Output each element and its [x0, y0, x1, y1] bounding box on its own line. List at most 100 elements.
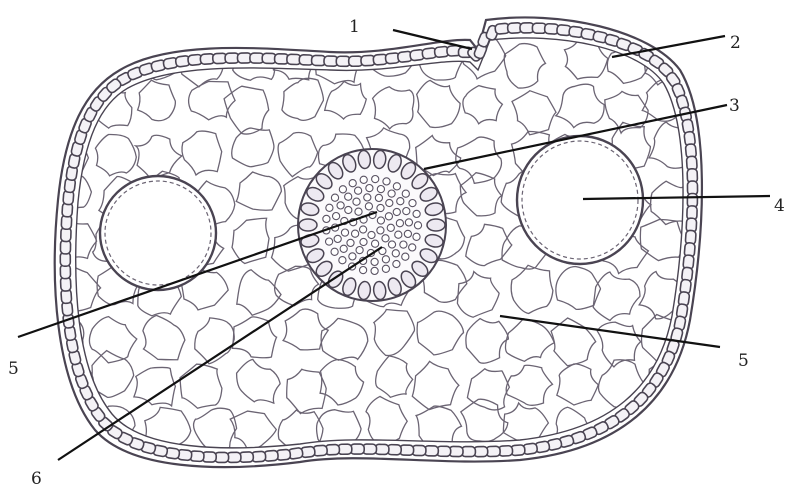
parenchyma-cell — [233, 317, 277, 358]
parenchyma-cell — [50, 405, 93, 446]
parenchyma-cell — [417, 311, 463, 355]
parenchyma-cell — [416, 406, 461, 451]
bundle-cell — [409, 200, 416, 207]
bundle-cell — [341, 229, 348, 236]
bundle-cell — [360, 238, 367, 245]
bundle-cell — [349, 253, 356, 260]
bundle-cell — [388, 190, 395, 197]
bundle-cell — [331, 194, 338, 201]
parenchyma-cell — [230, 411, 276, 449]
bundle-cell — [393, 183, 400, 190]
bundle-cell — [355, 187, 362, 194]
label-2: 2 — [730, 33, 741, 53]
bundle-cell — [337, 202, 344, 209]
bundle-cell — [387, 224, 394, 231]
bundle-cell — [371, 267, 378, 274]
bundle-cell — [356, 247, 363, 254]
bundle-cell — [333, 213, 340, 220]
bundle-cell — [349, 180, 356, 187]
parenchyma-cell — [640, 219, 684, 260]
bundle-cell — [355, 208, 362, 215]
bundle-cell — [345, 193, 352, 200]
bundle-sheath-cell — [427, 219, 445, 231]
bundle-cell — [382, 235, 389, 242]
label-1: 1 — [349, 17, 360, 37]
parenchyma-cell — [412, 361, 459, 409]
bundle-cell — [409, 244, 416, 251]
bundle-cell — [375, 194, 382, 201]
parenchyma-cell — [275, 266, 319, 305]
parenchyma-cell — [457, 272, 499, 318]
bundle-cell — [368, 231, 375, 238]
parenchyma-cell — [466, 319, 509, 364]
bundle-cell — [339, 186, 346, 193]
label-3: 3 — [729, 96, 740, 116]
parenchyma-cell — [366, 396, 407, 443]
parenchyma-cell — [180, 364, 222, 408]
parenchyma-cell — [651, 181, 691, 224]
bundle-cell — [395, 231, 402, 238]
parenchyma-cell — [321, 318, 368, 360]
bundle-cell — [392, 250, 399, 257]
bundle-cell — [396, 220, 403, 227]
parenchyma-cell — [325, 81, 367, 119]
parenchyma-cell — [278, 133, 318, 177]
parenchyma-cell — [143, 315, 185, 359]
bundle-cell — [377, 204, 384, 211]
vascular-bundle — [298, 149, 446, 301]
bundle-cell — [388, 241, 395, 248]
parenchyma-cell — [460, 173, 501, 216]
parenchyma-cell — [232, 128, 274, 167]
bundle-cell — [339, 257, 346, 264]
parenchyma-cell — [189, 81, 236, 119]
bundle-cell — [393, 208, 400, 215]
bundle-cell — [413, 210, 420, 217]
label-6: 6 — [31, 469, 42, 489]
parenchyma-cell — [504, 44, 545, 88]
bundle-cell — [377, 227, 384, 234]
bundle-cell — [382, 265, 389, 272]
bundle-cell — [347, 239, 354, 246]
bundle-cell — [404, 230, 411, 237]
bundle-cell — [397, 198, 404, 205]
bundle-cell — [340, 245, 347, 252]
parenchyma-cell — [138, 80, 176, 121]
parenchyma-cell — [237, 270, 281, 315]
bundle-cell — [326, 238, 333, 245]
bundle-cell — [393, 260, 400, 267]
bundle-cell — [371, 258, 378, 265]
parenchyma-cell — [182, 131, 222, 175]
bundle-cell — [383, 178, 390, 185]
bundle-cell — [334, 235, 341, 242]
bundle-cell — [345, 206, 352, 213]
parenchyma-cell — [506, 365, 552, 405]
bundle-cell — [403, 208, 410, 215]
bundle-cell — [402, 190, 409, 197]
bundle-cell — [353, 198, 360, 205]
bundle-cell — [386, 199, 393, 206]
parenchyma-cell — [237, 359, 281, 403]
label-5-left: 5 — [8, 359, 19, 379]
parenchyma-cell — [89, 317, 136, 363]
parenchyma-cell — [650, 405, 697, 449]
bundle-cell — [360, 176, 367, 183]
parenchyma-cell — [512, 91, 556, 135]
bundle-cell — [326, 204, 333, 211]
parenchyma-cell — [95, 134, 136, 175]
bundle-cell — [364, 194, 371, 201]
bundle-cell — [372, 176, 379, 183]
bundle-cell — [323, 215, 330, 222]
bundle-cell — [352, 230, 359, 237]
right-air-cavity — [517, 136, 643, 264]
parenchyma-cell — [282, 78, 324, 120]
bundle-cell — [377, 217, 384, 224]
parenchyma-cell — [417, 80, 460, 127]
parenchyma-cell — [461, 399, 508, 441]
parenchyma-cell — [505, 319, 554, 362]
parenchyma-cell — [136, 135, 182, 180]
bundle-cell — [413, 233, 420, 240]
bundle-cell — [385, 213, 392, 220]
parenchyma-cell — [194, 408, 237, 450]
parenchyma-cell — [511, 265, 553, 313]
